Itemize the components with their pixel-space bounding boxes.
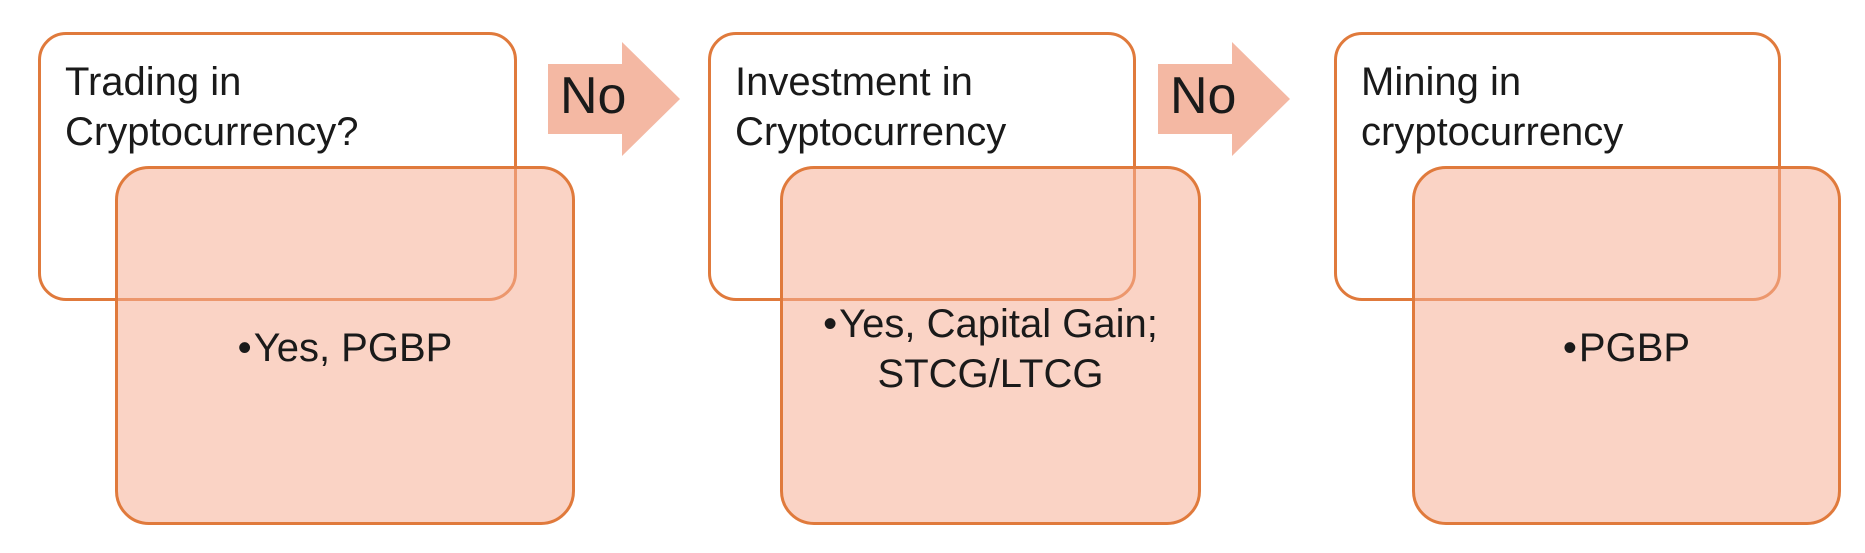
step-3-question-line-2: cryptocurrency [1361,110,1624,154]
step-2-answer-line-2: STCG/LTCG [877,352,1104,396]
step-3-bullet: • [1562,326,1577,370]
arrow-1-label: No [560,67,627,125]
arrow-2-label: No [1170,67,1237,125]
step-2-question-line-1: Investment in [735,60,973,104]
step-3-answer-box: •PGBP [1412,166,1841,525]
arrow-1: No [548,42,680,156]
step-1-question-line-2: Cryptocurrency? [65,110,359,154]
step-2-answer-box: •Yes, Capital Gain; STCG/LTCG [780,166,1201,525]
right-arrow-icon [1158,42,1290,156]
step-2-bullet: • [823,302,838,346]
step-3-question-line-1: Mining in [1361,60,1522,104]
step-1-question-text: Trading in Cryptocurrency? [65,57,498,157]
step-1-question-line-1: Trading in [65,60,242,104]
step-2-answer-line-1: Yes, Capital Gain; [839,302,1158,346]
step-1-answer-line-1: Yes, PGBP [253,326,453,370]
step-1-answer-box: •Yes, PGBP [115,166,575,525]
step-2-answer-text: •Yes, Capital Gain; STCG/LTCG [783,299,1198,399]
arrow-2: No [1158,42,1290,156]
step-2-question-line-2: Cryptocurrency [735,110,1007,154]
step-1-answer-text: •Yes, PGBP [118,323,572,373]
step-3-answer-text: •PGBP [1415,323,1838,373]
step-3-answer-line-1: PGBP [1578,326,1691,370]
step-3-question-text: Mining in cryptocurrency [1361,57,1762,157]
right-arrow-icon [548,42,680,156]
step-2-question-text: Investment in Cryptocurrency [735,57,1117,157]
step-1-bullet: • [237,326,252,370]
